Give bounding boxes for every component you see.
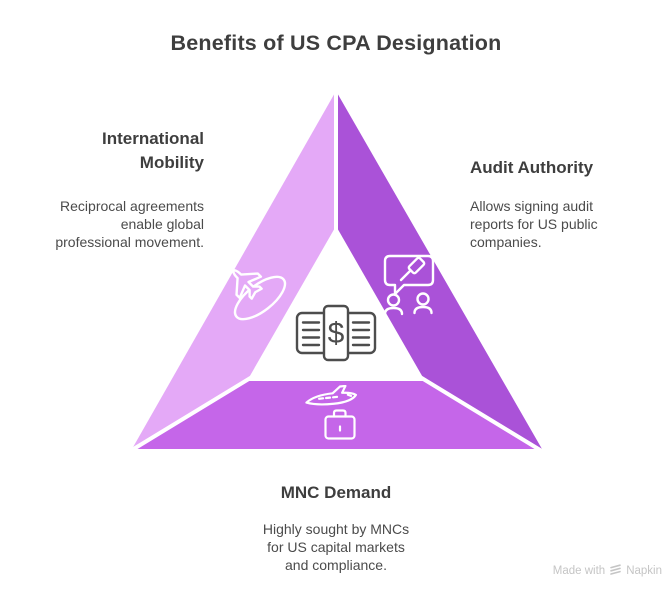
section-body: Reciprocal agreements enable global prof… (55, 198, 204, 250)
section-heading: International Mobility (101, 129, 204, 172)
dollar-sign: $ (328, 317, 345, 350)
separator-bottom-left (125, 375, 254, 455)
section-body: Allows signing audit reports for US publ… (470, 197, 598, 250)
section-heading: Audit Authority (470, 158, 594, 177)
money-stack-icon: $ (295, 304, 377, 362)
bottom-band (132, 381, 542, 449)
person-right-shoulders (413, 305, 433, 315)
right-band (336, 91, 542, 449)
watermark-prefix: Made with (552, 564, 606, 577)
page-title: Benefits of US CPA Designation (170, 31, 502, 55)
briefcase-handle (332, 409, 347, 418)
gavel-discussion-icon (383, 254, 435, 316)
watermark-brand: Napkin (626, 564, 662, 577)
made-with-napkin-link[interactable]: Made with Napkin (553, 564, 662, 577)
separator-bottom-right (418, 375, 547, 455)
section-body: Highly sought by MNCs for US capital mar… (262, 520, 410, 573)
airplane-side (305, 385, 358, 406)
plane-briefcase-icon (305, 385, 358, 440)
person-left-shoulders (383, 306, 404, 316)
person-right-head (416, 292, 430, 306)
briefcase-body (324, 415, 356, 440)
section-mnc-demand: MNC Demand Highly sought by MNCs for US … (226, 481, 446, 574)
gavel-handle (399, 269, 412, 282)
section-audit-authority: Audit Authority Allows signing audit rep… (470, 156, 640, 251)
napkin-logo-icon (610, 564, 621, 575)
section-international-mobility: International Mobility Reciprocal agreem… (28, 127, 204, 251)
gavel-head (407, 256, 426, 275)
section-heading: MNC Demand (280, 483, 392, 502)
speech-bubble (383, 254, 435, 296)
person-left-head (386, 293, 401, 307)
plane-orbit-icon (231, 268, 287, 321)
